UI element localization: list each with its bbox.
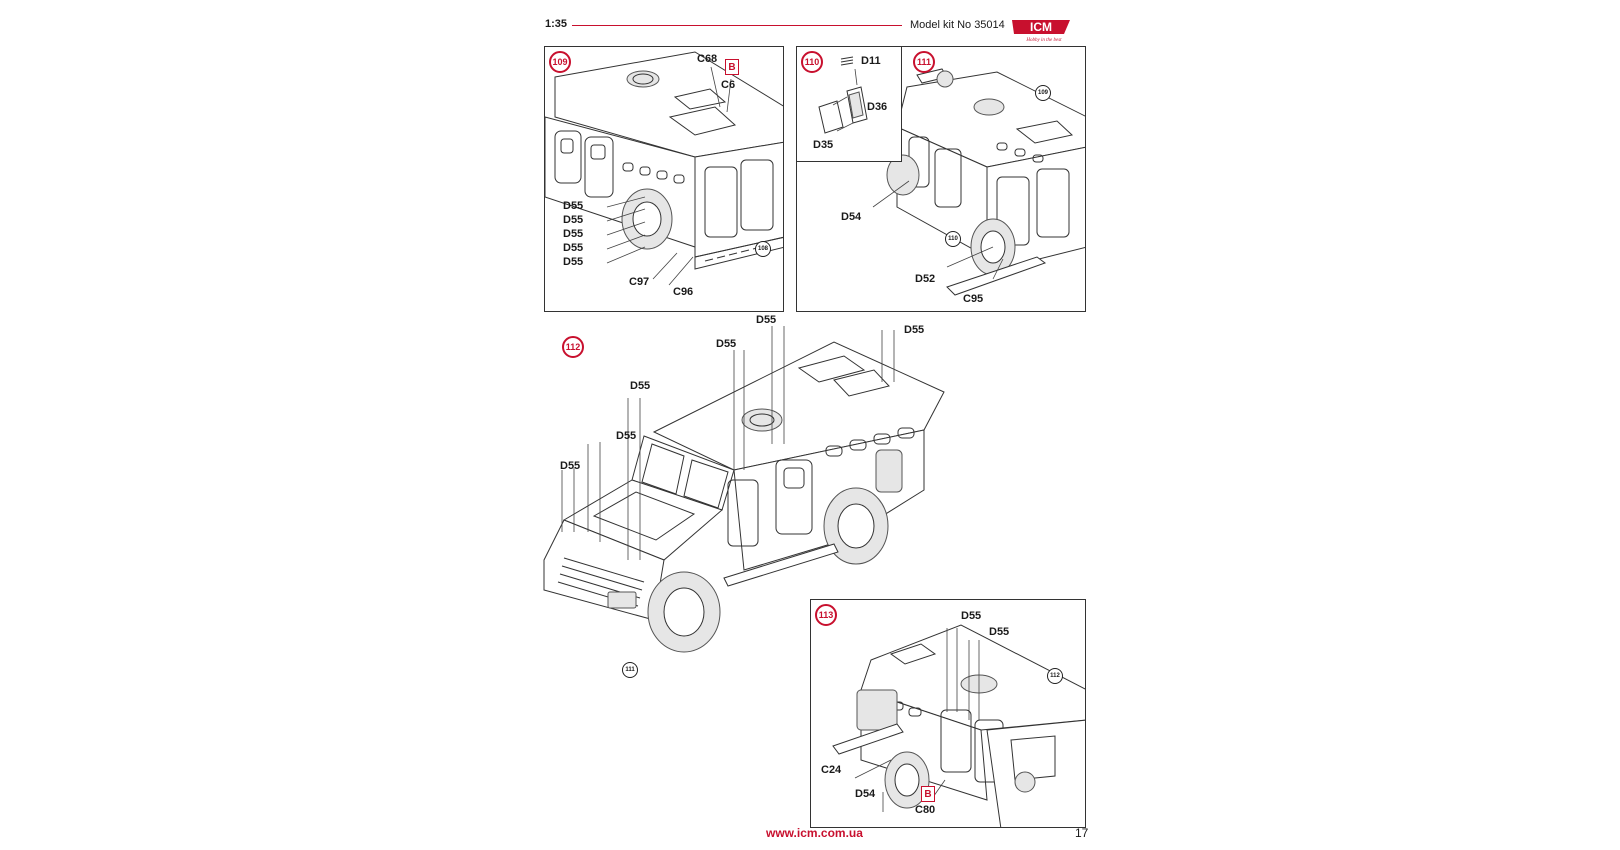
- part-label: D55: [716, 338, 737, 350]
- part-label: D55: [560, 460, 581, 472]
- part-label: C95: [963, 293, 984, 305]
- step-109-panel: 109 C68 B C6 D55 D55 D55 D55 D55 C97 C96…: [544, 46, 784, 312]
- part-label: C97: [629, 276, 650, 288]
- step-110-number: 110: [801, 51, 823, 73]
- step-reference: 111: [622, 662, 638, 678]
- part-label: D55: [563, 214, 584, 226]
- step-reference: 112: [1047, 668, 1063, 684]
- part-label: C6: [721, 79, 736, 91]
- part-label: C68: [697, 53, 718, 65]
- part-label: C96: [673, 286, 694, 298]
- jerrycan-drawing: [818, 56, 868, 134]
- step-reference: 110: [945, 231, 961, 247]
- part-label: C24: [821, 764, 842, 776]
- step-reference: 109: [1035, 85, 1051, 101]
- sprue-badge-b: B: [725, 59, 739, 75]
- part-label: D54: [855, 788, 876, 800]
- step-113-number: 113: [815, 604, 837, 626]
- kit-number: Model kit No 35014: [910, 19, 1005, 31]
- part-label: D52: [915, 273, 936, 285]
- vehicle-front-drawing: [543, 326, 945, 653]
- part-label: D55: [563, 242, 584, 254]
- part-label: D55: [616, 430, 637, 442]
- part-label: D55: [989, 626, 1010, 638]
- part-label: D55: [756, 314, 777, 326]
- vehicle-rear-drawing: [545, 51, 783, 286]
- part-label: D36: [867, 101, 888, 113]
- logo-tagline: Hobby in the best: [1025, 38, 1062, 43]
- footer-url: www.icm.com.ua: [766, 826, 863, 840]
- step-111-panel: 110 D11 D36 D35 111 109 110 D54 D52 C95: [796, 46, 1086, 312]
- sprue-badge-b: B: [921, 786, 935, 802]
- vehicle-rear-drawing: [872, 68, 1085, 296]
- part-label: D55: [563, 256, 584, 268]
- icm-logo: ICM Hobby in the best: [1010, 16, 1072, 43]
- vehicle-side-drawing: [832, 624, 1085, 827]
- step-113-panel: 113 D55 D55 112 C24 D54 B C80: [810, 599, 1086, 828]
- part-label: C80: [915, 804, 936, 816]
- step-112-number: 112: [562, 336, 584, 358]
- part-label: D55: [563, 200, 584, 212]
- part-label: D55: [563, 228, 584, 240]
- step-reference: 108: [755, 241, 771, 257]
- part-label: D55: [904, 324, 925, 336]
- part-label: D54: [841, 211, 862, 223]
- part-label: D55: [961, 610, 982, 622]
- step-109-number: 109: [549, 51, 571, 73]
- step-110-inset: 110 D11 D36 D35: [797, 47, 902, 162]
- page-number: 17: [1075, 826, 1089, 840]
- part-label: D35: [813, 139, 834, 151]
- logo-text: ICM: [1030, 20, 1052, 34]
- part-label: D11: [861, 55, 881, 67]
- step-111-number: 111: [913, 51, 935, 73]
- step-112-area: 112 D55 D55 D55 D55 D55 D55 111: [543, 314, 976, 680]
- scale-label: 1:35: [545, 18, 568, 30]
- part-label: D55: [630, 380, 651, 392]
- header-divider: [572, 25, 902, 26]
